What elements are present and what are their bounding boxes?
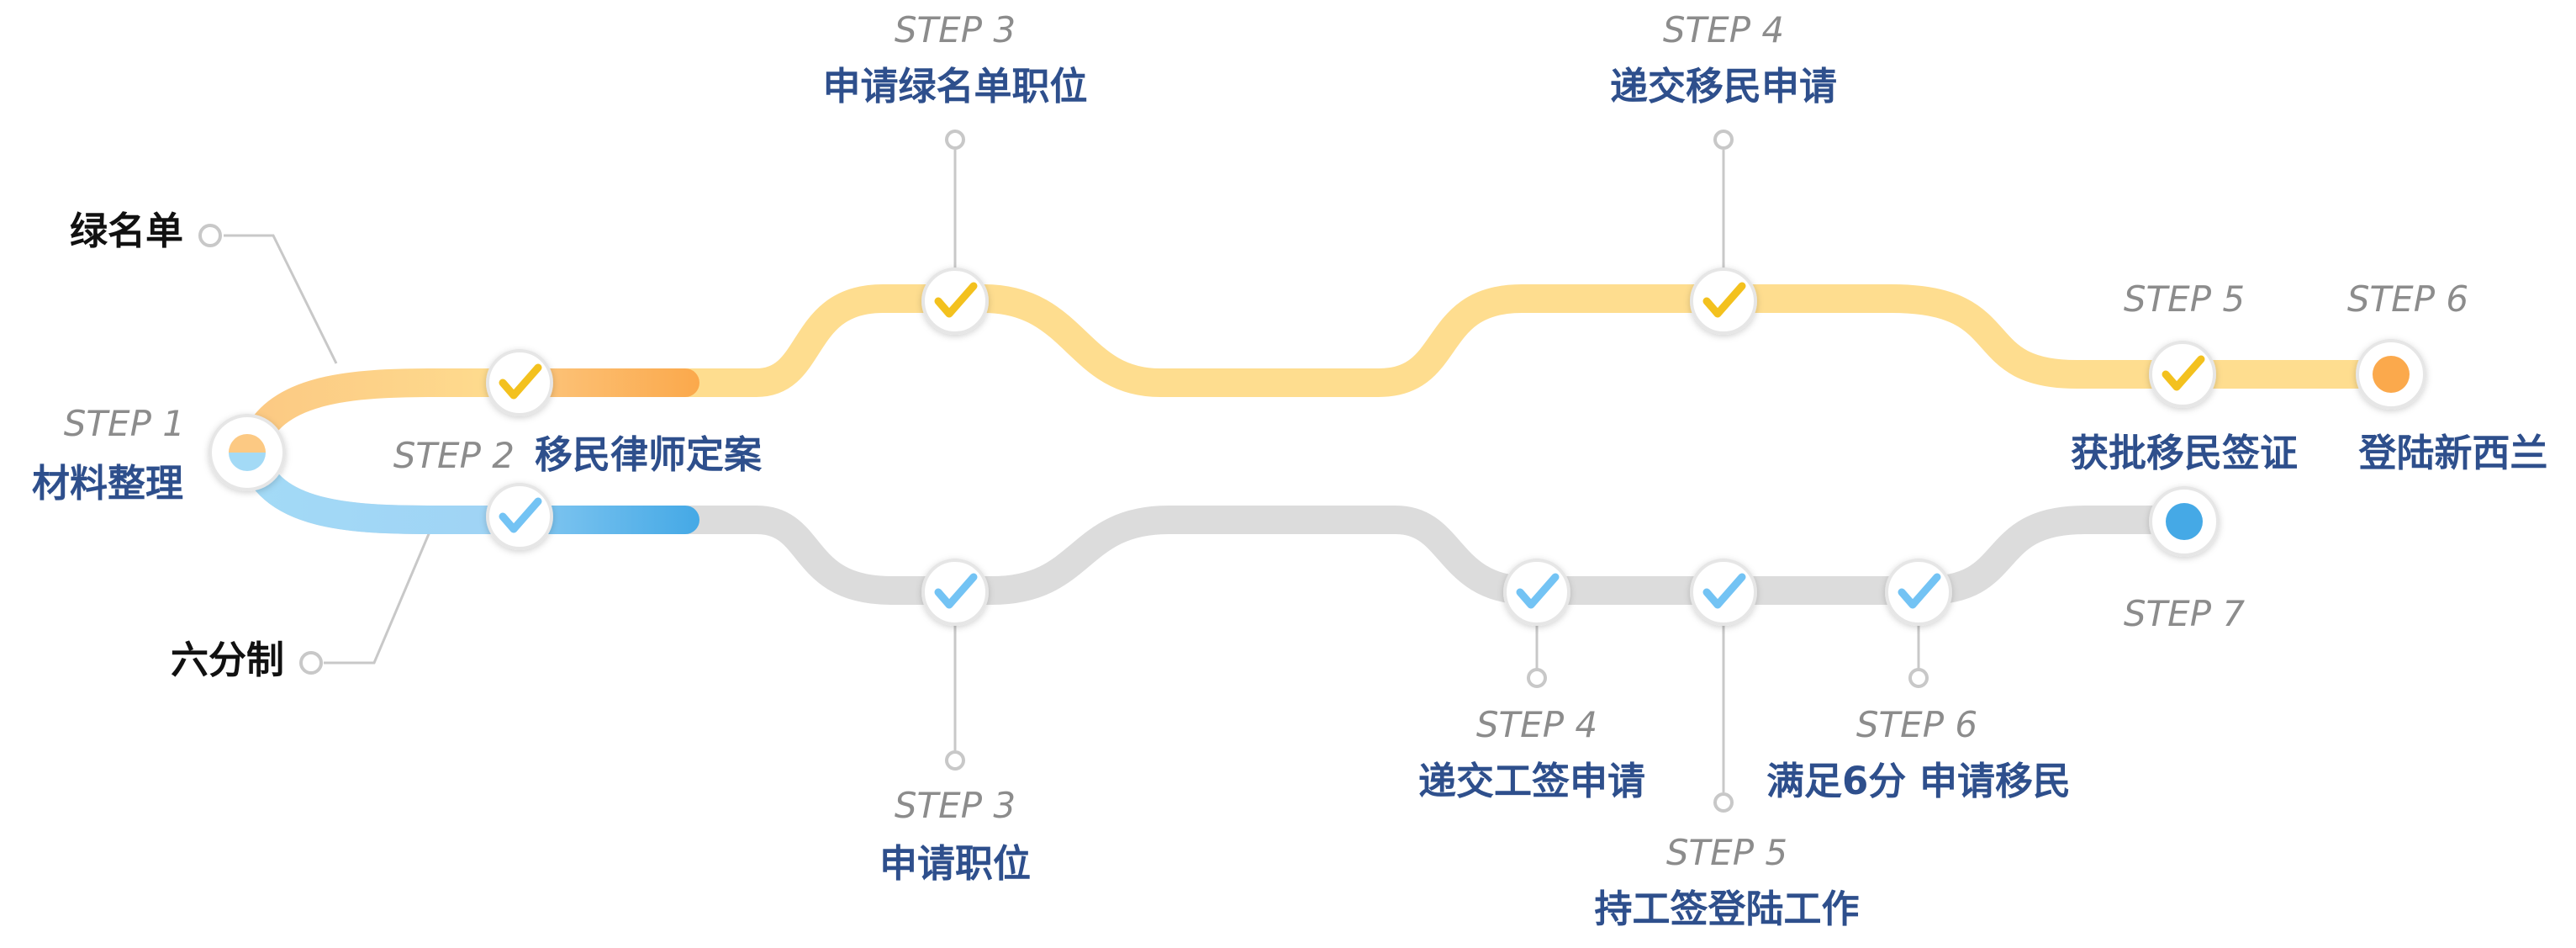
callout-connectors	[953, 150, 1920, 792]
gc-step4-label: 递交移民申请	[1610, 64, 1837, 109]
check-icon	[1692, 269, 1755, 333]
start-step-label: STEP 1	[64, 403, 185, 444]
check-icon	[1505, 560, 1569, 624]
green-card-track	[238, 284, 2406, 464]
pt-step4-label: 递交工签申请	[1418, 759, 1645, 803]
gc-step4-connector-dot	[1713, 130, 1734, 150]
gc-end-node	[2356, 339, 2426, 410]
pt-step6-connector-dot	[1908, 668, 1929, 688]
check-icon	[2151, 342, 2214, 406]
gc-step3-connector-dot	[945, 130, 965, 150]
gc-step6-label: 登陆新西兰	[2357, 431, 2547, 475]
pt-step4-step-label: STEP 4	[1476, 704, 1597, 745]
pt-step3-step-label: STEP 3	[895, 785, 1016, 826]
pt-step5-connector-dot	[1713, 792, 1734, 813]
gc-step5-step-label: STEP 5	[2124, 278, 2245, 320]
check-icon	[1887, 560, 1950, 624]
start-node-label: 材料整理	[32, 461, 183, 506]
half-circle-icon	[229, 434, 266, 471]
check-icon	[1692, 560, 1755, 624]
gc-step3-label: 申请绿名单职位	[822, 64, 1087, 109]
green-card-branch-label: 绿名单	[70, 209, 183, 253]
pt-step7-step-label: STEP 7	[2124, 593, 2246, 634]
check-icon	[488, 351, 552, 415]
green-card-branch-connector	[224, 234, 338, 364]
start-node	[209, 414, 286, 491]
orange-dot-icon	[2373, 356, 2410, 393]
gc-step6-step-label: STEP 6	[2347, 278, 2468, 320]
gc-step5-label: 获批移民签证	[2071, 431, 2298, 475]
check-icon	[488, 485, 552, 548]
pt-step6-step-label: STEP 6	[1856, 704, 1977, 745]
pt-step3-connector-dot	[945, 750, 965, 771]
step2-label: 移民律师定案	[535, 432, 763, 477]
step2-step-label: STEP 2	[393, 435, 515, 476]
gc-step4-step-label: STEP 4	[1663, 9, 1784, 50]
pt-end-node	[2149, 486, 2220, 557]
pt-step6-label: 满足6分 申请移民	[1766, 759, 2071, 803]
check-icon	[923, 560, 987, 624]
points-branch-connector	[324, 529, 432, 665]
points-branch-dot	[299, 651, 323, 675]
pt-step5-label: 持工签登陆工作	[1594, 887, 1859, 931]
branch-connectors	[224, 234, 432, 665]
gc-step3-step-label: STEP 3	[895, 9, 1016, 50]
pt-step3-label: 申请职位	[879, 841, 1031, 886]
blue-dot-icon	[2166, 503, 2203, 540]
green-card-branch-dot	[198, 224, 222, 247]
pt-step5-step-label: STEP 5	[1666, 832, 1787, 873]
pt-step4-connector-dot	[1527, 668, 1547, 688]
check-icon	[923, 269, 987, 333]
points-branch-label: 六分制	[171, 638, 284, 682]
